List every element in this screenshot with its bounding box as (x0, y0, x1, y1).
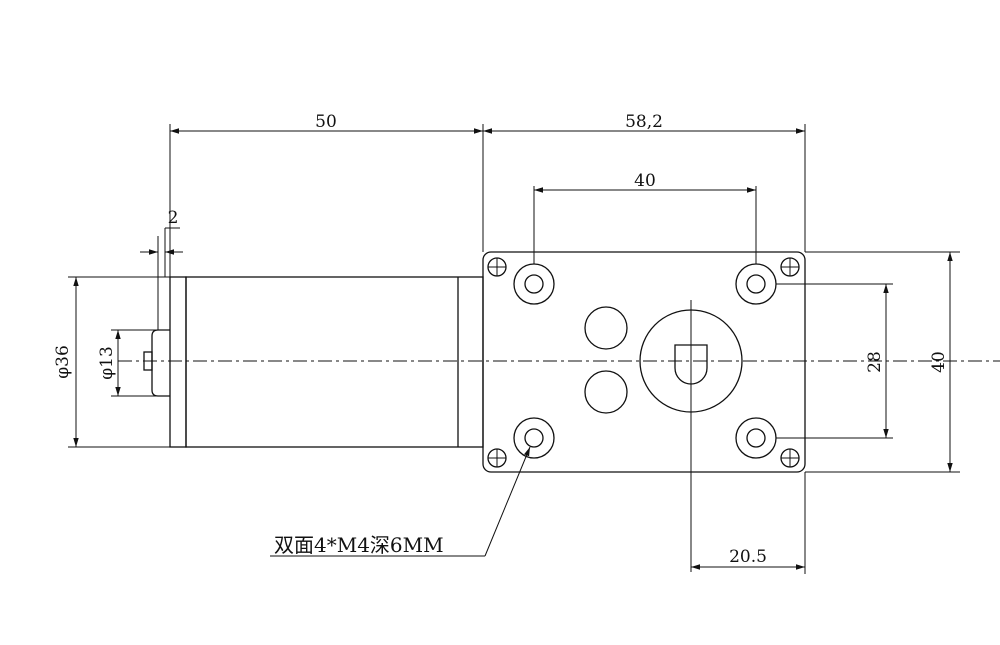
corner-screw-icon (487, 448, 507, 468)
mounting-hole-icon (735, 417, 777, 459)
hole-spacing-vertical-dimension: 28 (865, 351, 885, 373)
flange-thickness-dimension: 2 (168, 208, 179, 228)
hole-spacing-horizontal-dimension: 40 (634, 171, 656, 191)
gearbox-face (482, 251, 806, 473)
shaft-offset-dimension: 20.5 (729, 547, 767, 567)
corner-screw-icon (487, 257, 507, 277)
corner-screw-icon (780, 448, 800, 468)
mounting-hole-icon (513, 263, 555, 305)
gearbox-height-dimension: 40 (929, 351, 949, 373)
gearbox-length-dimension: 58,2 (625, 112, 663, 132)
boss-diameter-dimension: φ13 (97, 346, 117, 380)
mounting-hole-icon (513, 417, 555, 459)
centerlines (118, 300, 1000, 572)
motor-diameter-dimension: φ36 (53, 345, 73, 379)
motor-length-dimension: 50 (315, 112, 337, 132)
mounting-hole-icon (735, 263, 777, 305)
corner-screw-icon (780, 257, 800, 277)
thread-note-leader (270, 446, 531, 557)
inner-boss-icon (584, 306, 628, 350)
motor-body (143, 276, 484, 448)
thread-note: 双面4*M4深6MM (274, 533, 444, 557)
inner-boss-icon (584, 370, 628, 414)
